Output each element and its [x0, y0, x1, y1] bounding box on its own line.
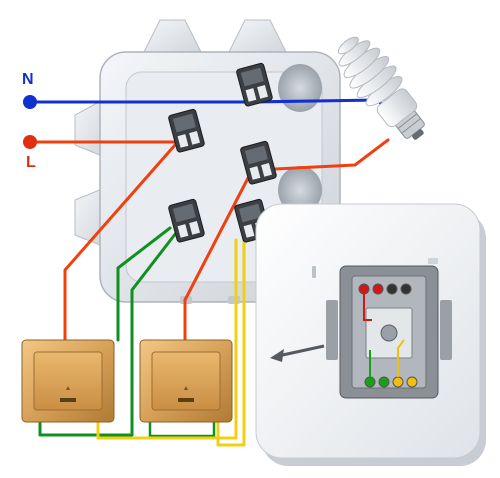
knockout-hole [278, 64, 322, 112]
terminal-led [406, 376, 418, 388]
internal-wire-red [363, 294, 372, 321]
terminal-led [392, 376, 404, 388]
plate-mark [428, 258, 438, 264]
terminal-led [358, 283, 370, 295]
switch-1 [21, 339, 115, 423]
line-terminal-dot [23, 135, 37, 149]
terminal-led [400, 283, 412, 295]
wago-connector [240, 140, 277, 185]
wago-connector [168, 108, 205, 153]
mechanism-screw [380, 324, 398, 342]
lamp [337, 36, 425, 140]
switch-1-indicator [60, 398, 76, 402]
box-foot [228, 296, 240, 304]
traveler-green-3 [148, 418, 216, 438]
switch-2-arrow [184, 386, 188, 390]
wago-connector [236, 62, 273, 107]
traveler-yellow-1 [96, 238, 238, 440]
switch-2-indicator [178, 398, 194, 402]
terminal-led [364, 376, 376, 388]
line-label: L [26, 154, 36, 171]
lamp-spiral [337, 36, 403, 107]
lamp-ballast [376, 88, 418, 128]
terminal-led [378, 376, 390, 388]
traveler-yellow-2 [216, 238, 246, 447]
mechanism-top-terminals [358, 283, 412, 295]
arrow-to-switch [270, 344, 325, 362]
neutral-terminal-dot [23, 95, 37, 109]
switch-2 [139, 339, 233, 423]
traveler-green-2 [38, 231, 178, 437]
neutral-label: N [22, 71, 34, 88]
internal-wire-yellow [397, 339, 405, 377]
traveler-green-1 [116, 226, 172, 342]
switch-1-rocker [33, 351, 103, 411]
terminal-led [372, 283, 384, 295]
phase-wire-switch-1 [63, 143, 177, 342]
plate-mark [312, 266, 316, 278]
mechanism-side-rib [440, 300, 452, 360]
mechanism-side-rib [326, 300, 338, 360]
wago-connector [168, 198, 205, 243]
switch-mechanism [255, 203, 486, 466]
switched-phase-wire [183, 176, 250, 342]
terminal-line: L [23, 135, 37, 171]
terminal-neutral: N [22, 71, 37, 109]
connectors [168, 62, 277, 243]
knockout-hole [278, 166, 322, 214]
switch-1-arrow [66, 386, 70, 390]
switch-2-rocker [151, 351, 221, 411]
terminal-led [386, 283, 398, 295]
lamp-phase-wire [253, 138, 390, 172]
